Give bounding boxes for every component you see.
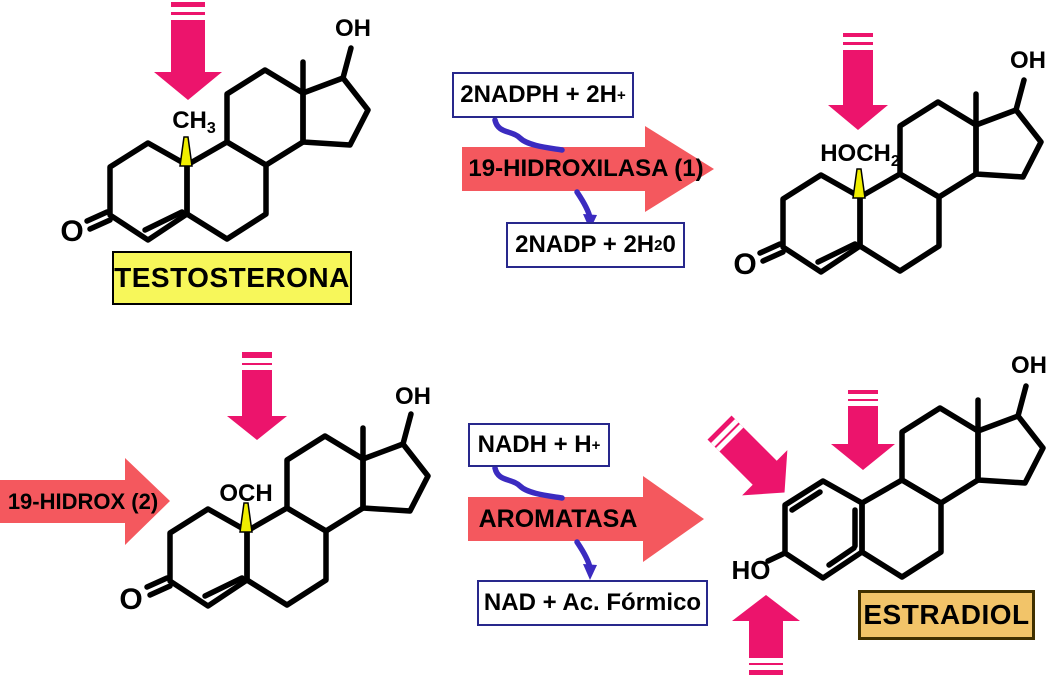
pink-up-arrow-icon <box>732 595 800 675</box>
ketone-oxygen-label: O <box>60 215 84 248</box>
cofactor-connector-step3 <box>492 465 597 580</box>
cofactor-input-box-step3: NADH + H+ <box>468 423 610 467</box>
ketone-oxygen-label: O <box>733 248 757 281</box>
hydroxyl-label: OH <box>335 15 371 42</box>
hydroxyl-label: OH <box>1011 352 1047 379</box>
testosterona-name-box: TESTOSTERONA <box>112 251 352 305</box>
cofactor-output-box-step3: NAD + Ac. Fórmico <box>477 580 708 626</box>
hydroxyl-label: OH <box>395 383 431 410</box>
cofactor-connector-step1 <box>492 117 597 230</box>
pink-diagonal-arrow-icon <box>707 415 788 496</box>
enzyme-label-step3: AROMATASA <box>478 505 638 533</box>
estradiol-name-box: ESTRADIOL <box>858 590 1035 640</box>
ketone-oxygen-label: O <box>119 583 143 616</box>
c19-methyl-label: CH3 <box>172 107 216 137</box>
enzyme-arrow-step1 <box>462 126 714 212</box>
enzyme-label-step1: 19-HIDROXILASA (1) <box>468 155 704 182</box>
c19-aldehyde-label: OCH <box>219 480 273 507</box>
enzyme-label-step2: 19-HIDROX (2) <box>7 489 159 514</box>
c19-hydroxymethyl-label: HOCH2 <box>820 140 900 170</box>
cofactor-input-box-step1: 2NADPH + 2H+ <box>452 72 634 118</box>
pink-down-arrow-icon <box>828 33 888 130</box>
pink-down-arrow-icon <box>154 2 222 100</box>
enzyme-arrow-step3 <box>468 476 704 562</box>
pink-down-arrow-icon <box>227 352 287 440</box>
pink-down-arrow-icon <box>831 390 895 470</box>
hydroxyl-label: OH <box>1010 47 1046 74</box>
phenol-ho-label: HO <box>731 555 771 585</box>
enzyme-arrow-step2 <box>0 458 170 545</box>
